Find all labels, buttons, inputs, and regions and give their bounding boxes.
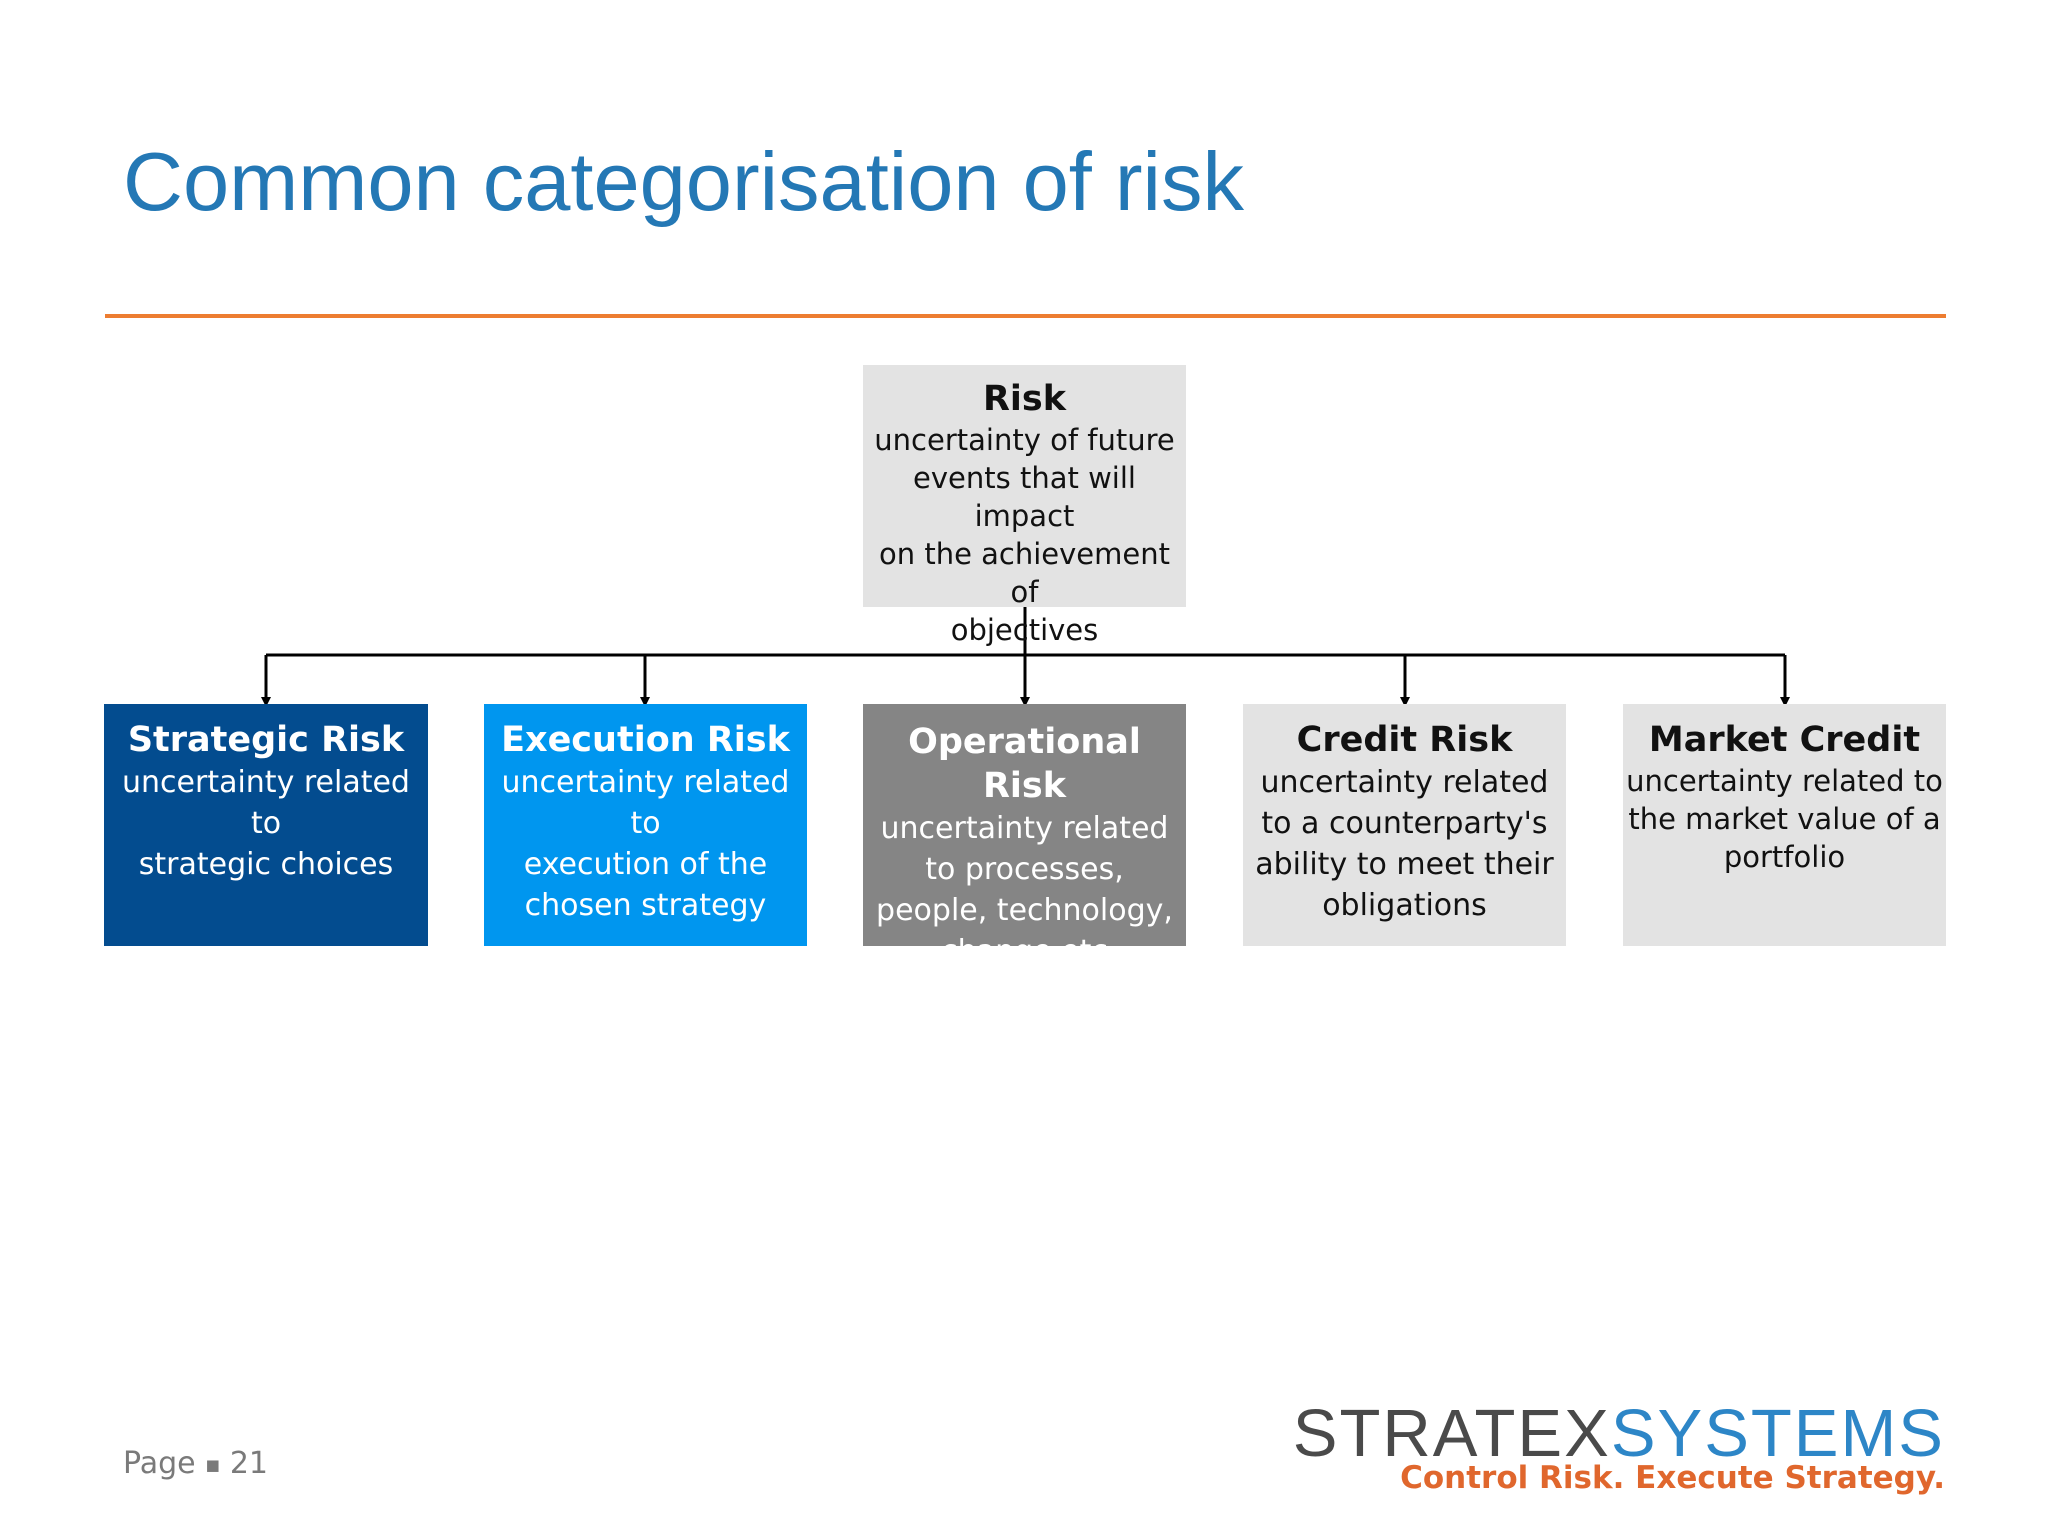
- market-credit-description: uncertainty related to the market value …: [1626, 764, 1943, 874]
- execution-risk-description: uncertainty related to execution of the …: [501, 765, 790, 923]
- credit-risk-title: Credit Risk: [1296, 720, 1513, 760]
- strategic-risk-title: Strategic Risk: [127, 720, 405, 760]
- logo-wordmark-part1: STRATEX: [1292, 1396, 1611, 1471]
- risk-root-box: Risk uncertainty of future events that w…: [863, 365, 1186, 647]
- page-number-value: 21: [229, 1446, 269, 1481]
- slide-title: Common categorisation of risk: [123, 135, 1244, 228]
- execution-risk-title: Execution Risk: [501, 720, 790, 760]
- company-logo: STRATEXSYSTEMS Control Risk. Execute Str…: [1198, 1400, 1945, 1494]
- strategic-risk-box: Strategic Risk uncertainty related to st…: [104, 704, 428, 946]
- operational-risk-title: Operational Risk: [908, 722, 1141, 806]
- logo-wordmark: STRATEXSYSTEMS: [1198, 1400, 1945, 1467]
- market-credit-box: Market Credit uncertainty related to the…: [1623, 704, 1946, 946]
- credit-risk-description: uncertainty related to a counterparty's …: [1255, 765, 1554, 923]
- page-number: Page ■ 21: [123, 1446, 268, 1481]
- operational-risk-box: Operational Risk uncertainty related to …: [863, 704, 1186, 969]
- risk-root-title: Risk: [982, 379, 1067, 419]
- logo-tagline: Control Risk. Execute Strategy.: [1400, 1460, 1945, 1496]
- strategic-risk-description: uncertainty related to strategic choices: [122, 765, 410, 882]
- page-label: Page: [123, 1446, 196, 1481]
- title-divider: [105, 314, 1946, 318]
- market-credit-title: Market Credit: [1648, 720, 1921, 760]
- operational-risk-description: uncertainty related to processes, people…: [876, 811, 1173, 969]
- credit-risk-box: Credit Risk uncertainty related to a cou…: [1243, 704, 1566, 946]
- page-separator-icon: ■: [205, 1455, 220, 1474]
- logo-wordmark-part2: SYSTEMS: [1610, 1396, 1945, 1471]
- risk-root-description: uncertainty of future events that will i…: [874, 423, 1175, 647]
- execution-risk-box: Execution Risk uncertainty related to ex…: [484, 704, 807, 946]
